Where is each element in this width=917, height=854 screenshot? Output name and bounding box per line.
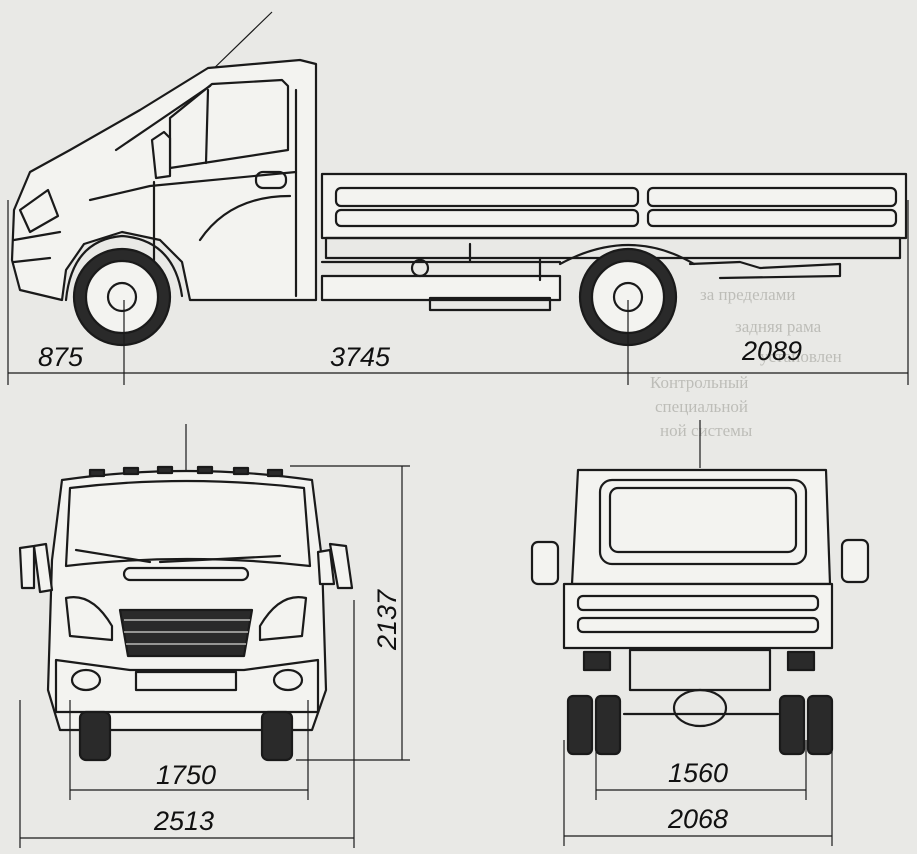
door-handle — [254, 170, 288, 190]
spare-part-detail — [410, 258, 430, 278]
side-window — [168, 78, 290, 170]
wiper-right — [158, 554, 282, 564]
board-panel-rear-bottom — [646, 208, 898, 228]
rear-frame-end — [688, 260, 842, 280]
frame-members — [320, 242, 562, 282]
body-crease — [88, 170, 298, 202]
board-panel-rear-top — [646, 186, 898, 208]
board-panel-front-top — [334, 186, 640, 208]
rear-chassis — [628, 648, 772, 692]
tail-light-left — [582, 650, 612, 672]
bleed-through-text: за пределами задняя рама установлен Конт… — [650, 285, 842, 440]
fuel-tank — [428, 296, 552, 312]
front-wheel-rim — [84, 259, 160, 335]
tailgate-rib-bottom — [576, 616, 820, 634]
front-tire-right — [260, 710, 294, 762]
rear-wheel-arch — [558, 244, 696, 266]
side-mirror — [150, 130, 172, 180]
bleed-line: специальной — [655, 397, 748, 416]
dimension-body-width: 2068 — [667, 804, 728, 834]
window-pillar — [204, 88, 210, 165]
fog-light-right — [272, 668, 304, 692]
rear-tire-right-inner — [778, 694, 806, 756]
side-view: 875 3745 2089 — [7, 11, 909, 385]
chassis-frame — [320, 274, 562, 302]
front-mirror-left — [18, 542, 54, 594]
rear-tire-right-outer — [806, 694, 834, 756]
dimension-rear-overhang: 2089 — [741, 336, 802, 366]
front-wheel-hub — [106, 281, 138, 313]
headlight-right — [258, 596, 308, 642]
front-windshield — [64, 479, 312, 568]
door-sill-curve — [198, 194, 292, 242]
rear-view: 1560 2068 — [530, 420, 870, 846]
dimension-rear-track: 1560 — [668, 758, 728, 788]
rear-mirror-right — [840, 538, 870, 584]
headlight-left — [64, 596, 114, 642]
tail-light-right — [786, 650, 816, 672]
rear-mirror-left — [530, 540, 560, 586]
front-wheel-arch — [64, 234, 184, 302]
wiper-left — [74, 548, 152, 564]
rear-differential — [672, 688, 728, 728]
cab-outline — [10, 58, 318, 302]
tailgate — [562, 582, 834, 650]
rear-window-frame — [598, 478, 808, 566]
grille-mesh — [124, 619, 250, 645]
board-panel-front-bottom — [334, 208, 640, 228]
dimension-front-track: 1750 — [156, 760, 216, 790]
bleed-line: задняя рама — [735, 317, 822, 336]
front-bumper — [54, 658, 320, 714]
antenna-leader-line — [205, 11, 273, 77]
hood-vent — [122, 566, 250, 582]
rear-window — [608, 486, 798, 554]
bleed-line: установлен — [760, 347, 842, 366]
rear-tire-left-outer — [566, 694, 594, 756]
front-grille — [118, 608, 254, 658]
dimension-front-overhang: 875 — [38, 342, 84, 372]
bleed-line: за пределами — [700, 285, 796, 304]
front-mirror-right — [316, 542, 354, 590]
front-view: 2137 1750 2513 — [18, 424, 410, 848]
headlight — [18, 188, 60, 234]
dimension-height: 2137 — [372, 589, 402, 651]
roof-marker-lights — [88, 465, 284, 478]
lower-grille — [134, 670, 238, 692]
tailgate-rib-top — [576, 594, 820, 612]
fog-light-left — [70, 668, 102, 692]
bleed-line: Контрольный — [650, 373, 748, 392]
windshield-edge — [114, 84, 212, 152]
front-tire-left — [78, 710, 112, 762]
dimension-wheelbase: 3745 — [330, 342, 391, 372]
bleed-line: ной системы — [660, 421, 753, 440]
dimension-overall-width: 2513 — [153, 806, 214, 836]
front-grille-lines — [12, 230, 62, 264]
rear-tire-left-inner — [594, 694, 622, 756]
